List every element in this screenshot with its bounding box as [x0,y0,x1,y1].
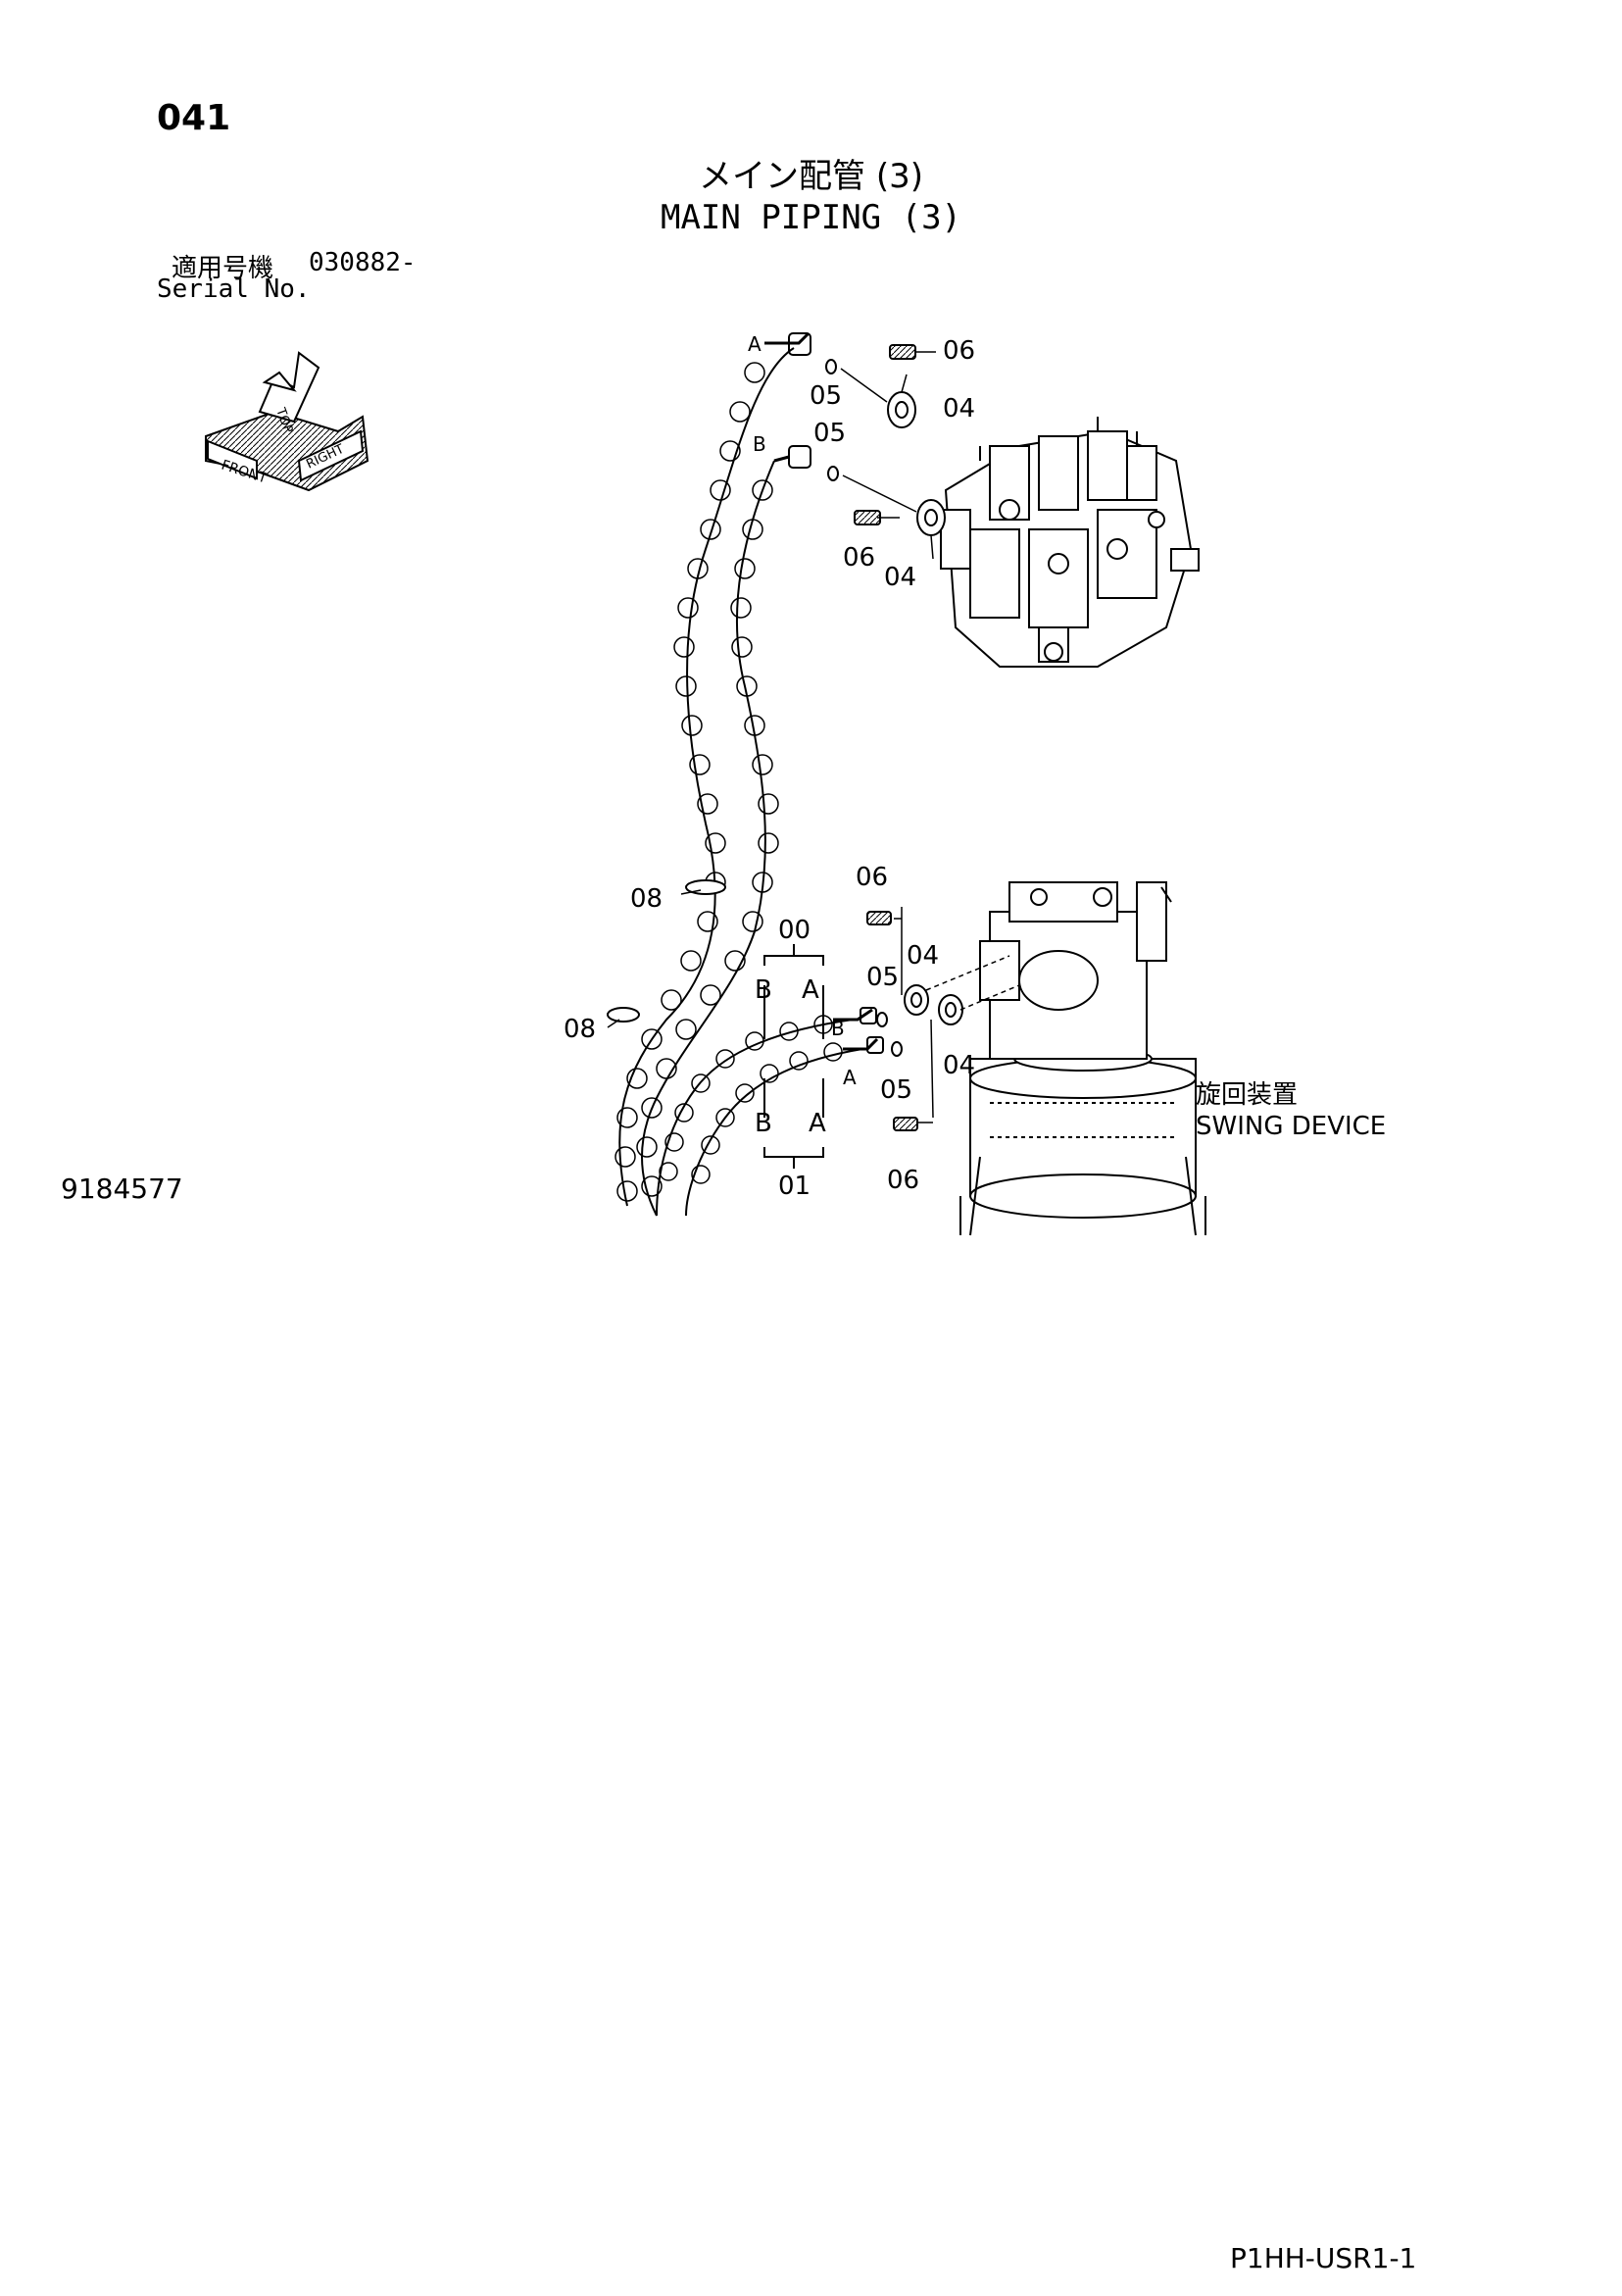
serial-label-en: Serial No. [157,275,311,304]
callout-part-08-upper: 08 [630,884,663,914]
callout-part-00: 00 [778,916,811,945]
callout-part-05-upper-a: 05 [810,381,842,411]
swing-device-label-jp: 旋回装置 [1196,1080,1298,1110]
callout-hose-end-b-upper: B [753,432,766,456]
orientation-indicator: FRONT TOP RIGHT [205,351,369,492]
callout-part-05-lower-a: 05 [866,963,899,992]
callout-labels: A B 06 05 04 05 06 04 08 08 06 00 04 05 … [564,332,1386,1201]
callout-hose-end-a-lower: A [843,1066,857,1089]
callout-hose-end-b-lower: B [831,1017,845,1040]
callout-part-05-upper-b: 05 [813,419,846,448]
serial-label-jp: 適用号機 [172,254,274,283]
swing-device [959,881,1206,1236]
callout-hose-b-top: B [755,975,772,1005]
callout-hose-a-top: A [802,975,819,1005]
page-number: 041 [157,98,231,138]
serial-value: 030882- [309,248,417,277]
callout-part-01: 01 [778,1172,811,1201]
callout-part-06-lower-b: 06 [887,1166,919,1195]
page-title-en: MAIN PIPING (3) [660,198,962,237]
callout-hose-a-bottom: A [809,1109,826,1138]
callout-part-06-upper-a: 06 [943,336,975,366]
sheet-code: P1HH-USR1-1 [1230,2242,1417,2274]
callout-part-04-lower-a: 04 [907,941,939,971]
callout-part-05-lower-b: 05 [880,1075,912,1105]
drawing-number: 9184577 [61,1173,183,1205]
callout-hose-b-bottom: B [755,1109,772,1138]
hose-00 [614,331,811,1217]
control-valve [940,417,1200,668]
upper-fittings [825,344,946,560]
page-title-jp: メイン配管 (3) [699,157,923,196]
callout-hose-end-a-upper: A [748,332,762,356]
swing-device-label-en: SWING DEVICE [1196,1112,1386,1141]
callout-part-06-upper-b: 06 [843,543,875,573]
callout-part-06-lower-a: 06 [856,863,888,892]
hose-01 [656,1007,884,1217]
callout-part-04-lower-b: 04 [943,1051,975,1080]
hose-end-brackets [607,889,824,1169]
callout-part-08-lower: 08 [564,1015,596,1044]
callout-part-04-upper-a: 04 [943,394,975,424]
lower-fittings [866,907,1020,1131]
callout-part-04-upper-b: 04 [884,563,916,592]
